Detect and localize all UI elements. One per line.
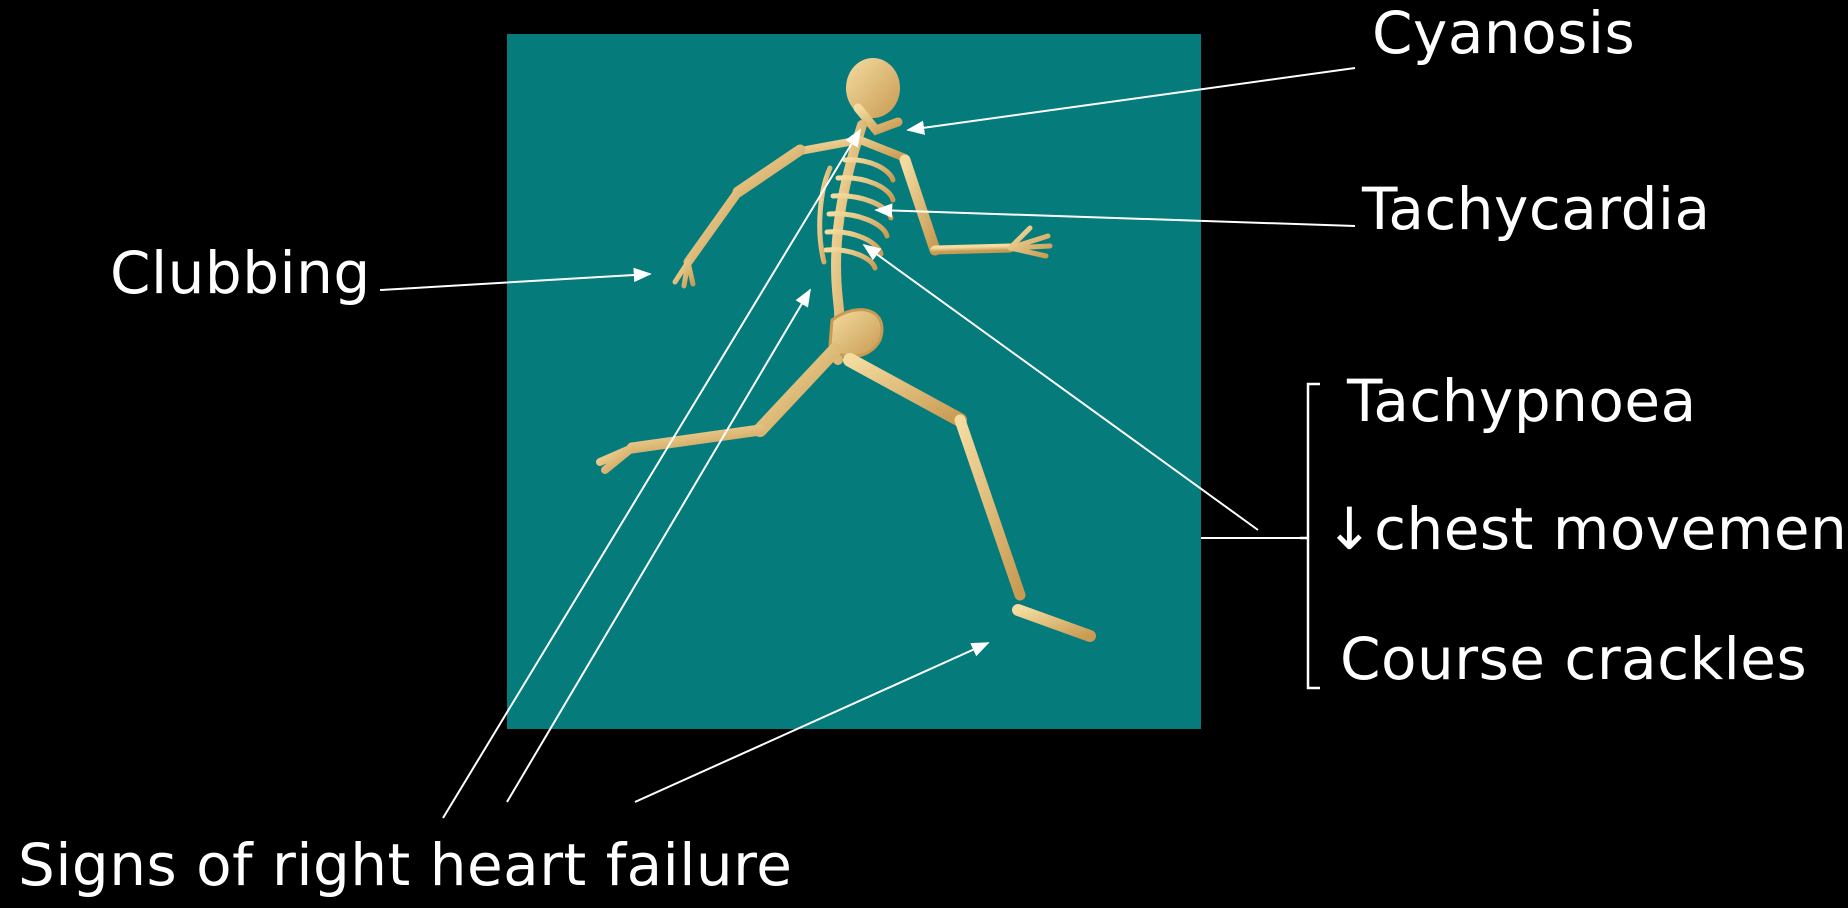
chest-bracket-arrow	[864, 245, 1258, 530]
back-forearm	[688, 192, 738, 262]
rhf-arrow-neck	[443, 130, 860, 818]
back-hand	[675, 262, 693, 286]
front-thigh	[850, 360, 960, 420]
back-thigh	[760, 350, 835, 430]
clubbing-arrow	[380, 274, 650, 290]
cyanosis-label: Cyanosis	[1372, 4, 1635, 62]
rhf-arrow-ankle	[635, 643, 988, 802]
tachycardia-label: Tachycardia	[1362, 180, 1711, 238]
running-skeleton-illustration	[600, 58, 1090, 636]
back-upper-arm	[738, 150, 800, 192]
front-upper-arm	[905, 160, 935, 250]
curly-bracket	[1300, 384, 1320, 688]
back-foot	[600, 448, 632, 470]
front-shin	[960, 420, 1020, 595]
clubbing-label: Clubbing	[110, 244, 371, 302]
crackles-label: Course crackles	[1340, 630, 1807, 688]
tachypnoea-label: Tachypnoea	[1347, 372, 1697, 430]
tachycardia-arrow	[876, 210, 1355, 226]
back-shin	[632, 430, 760, 448]
ribcage	[820, 160, 893, 268]
right-heart-failure-label: Signs of right heart failure	[18, 836, 792, 894]
rhf-arrow-liver	[507, 290, 810, 802]
chest-movement-label: ↓chest movement	[1325, 500, 1848, 558]
front-hand	[1010, 228, 1050, 256]
front-foot	[1018, 610, 1090, 636]
cyanosis-arrow	[908, 68, 1355, 130]
front-forearm	[935, 248, 1010, 250]
